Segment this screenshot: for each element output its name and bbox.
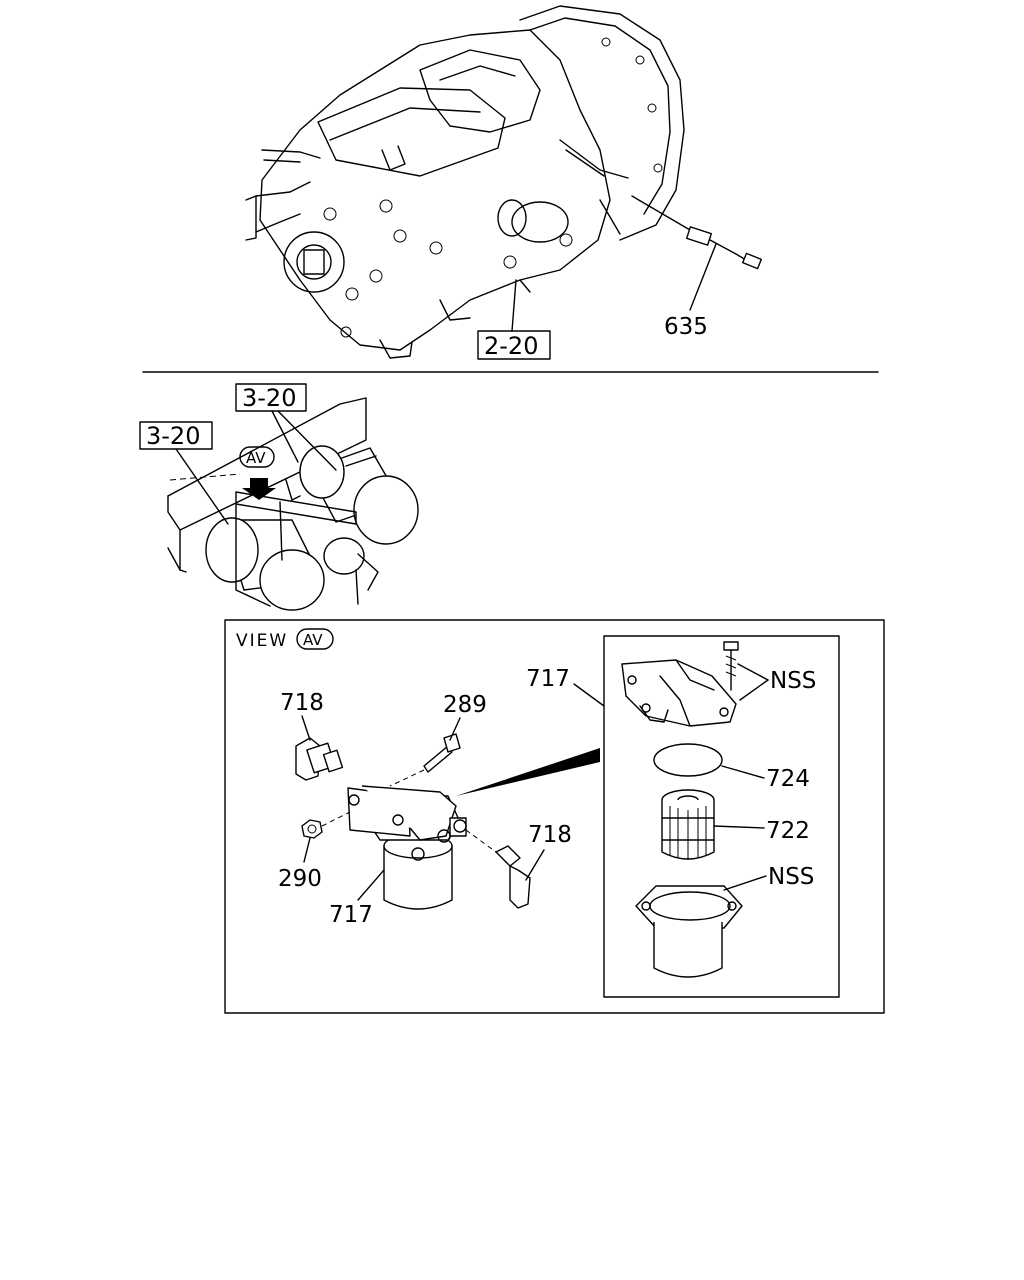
view-word: VIEW xyxy=(236,631,288,651)
filter-exploded-detail xyxy=(621,641,743,978)
part-label-289: 289 xyxy=(443,692,487,718)
part-label-718-left: 718 xyxy=(280,690,324,716)
view-marker-av xyxy=(239,446,275,468)
part-label-717-detail: 717 xyxy=(526,666,570,692)
view-marker-av-text: AV xyxy=(246,449,266,467)
part-label-717: 717 xyxy=(329,902,373,928)
transmission-illustration xyxy=(245,5,762,359)
filter-assembly-drawing xyxy=(295,733,600,910)
view-av-panel xyxy=(224,619,885,1014)
detail-panel xyxy=(603,635,840,998)
ref-box-2-20 xyxy=(477,330,551,360)
part-label-724: 724 xyxy=(766,766,810,792)
part-label-718-right: 718 xyxy=(528,822,572,848)
part-label-nss-bottom: NSS xyxy=(768,864,814,890)
ref-label-2-20: 2-20 xyxy=(484,332,538,360)
part-label-290: 290 xyxy=(278,866,322,892)
part-label-722: 722 xyxy=(766,818,810,844)
ref-label-3-20-upper: 3-20 xyxy=(242,384,296,412)
part-label-635: 635 xyxy=(664,314,708,340)
air-tank-illustration xyxy=(167,397,419,611)
part-label-nss-top: NSS xyxy=(770,668,816,694)
view-av-badge-text: AV xyxy=(303,631,323,649)
ref-label-3-20-left: 3-20 xyxy=(146,422,200,450)
view-av-badge xyxy=(296,628,334,650)
ref-box-3-20-upper xyxy=(235,383,307,412)
